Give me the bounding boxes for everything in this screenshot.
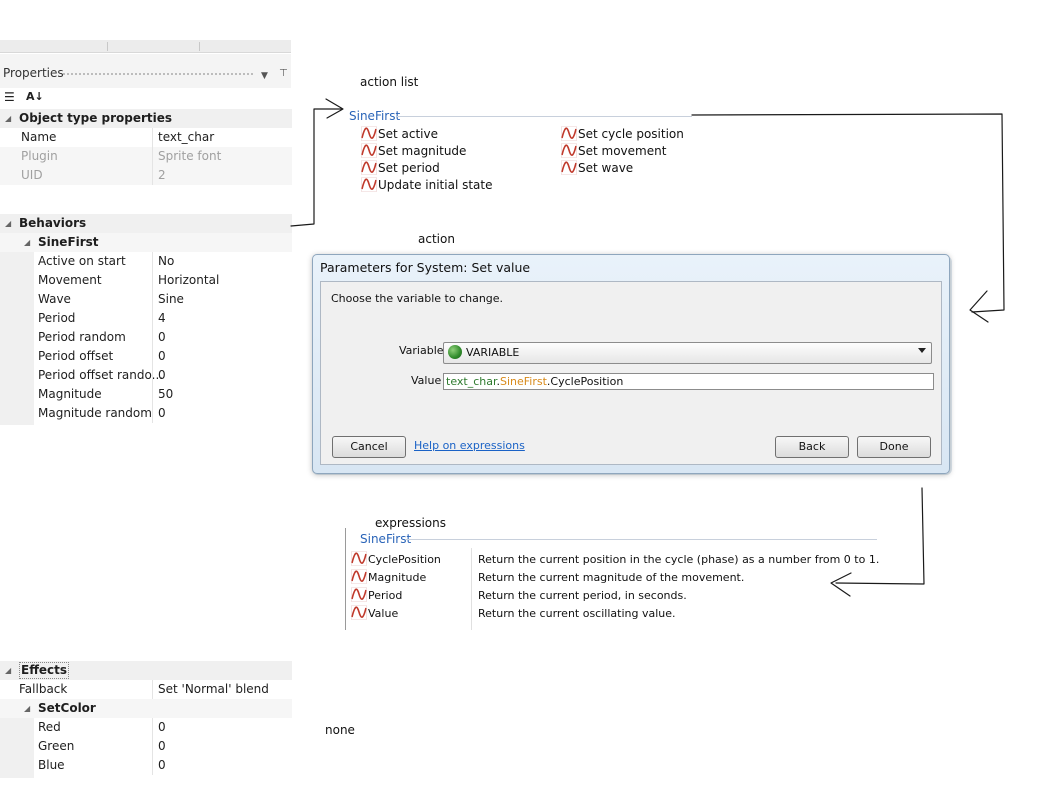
collapse-triangle-icon[interactable]: ◢	[24, 238, 31, 247]
expressions-description-column: Return the current position in the cycle…	[478, 551, 879, 623]
help-on-expressions-link[interactable]: Help on expressions	[414, 439, 525, 452]
effects-section: ◢ Effects Fallback Set 'Normal' blend ◢ …	[0, 661, 292, 778]
expressions-name-column: CyclePosition Magnitude Period Value	[351, 551, 441, 623]
dialog-title: Parameters for System: Set value	[320, 260, 531, 275]
sine-wave-icon	[351, 587, 367, 602]
property-row-period-offset-random[interactable]: Period offset rando...0	[0, 366, 292, 385]
done-button[interactable]: Done	[857, 436, 931, 458]
action-item[interactable]: Set active	[361, 126, 493, 143]
action-item[interactable]: Set movement	[561, 143, 684, 160]
expression-item[interactable]: CyclePosition	[351, 551, 441, 569]
collapse-triangle-icon[interactable]: ◢	[24, 704, 31, 713]
action-list-column-2: Set cycle position Set movement Set wave	[561, 126, 684, 177]
sine-wave-icon	[351, 605, 367, 620]
categorized-view-icon[interactable]: ☰	[4, 90, 15, 104]
category-object-type[interactable]: ◢ Object type properties	[0, 109, 292, 128]
object-type-properties-section: ◢ Object type properties Name text_char …	[0, 109, 292, 185]
arrowhead-right-icon	[325, 98, 344, 119]
back-button[interactable]: Back	[775, 436, 849, 458]
properties-panel-title: Properties	[3, 66, 64, 80]
arrow-properties-to-actions	[290, 108, 343, 227]
action-item[interactable]: Update initial state	[361, 177, 493, 194]
expression-item[interactable]: Period	[351, 587, 441, 605]
sine-wave-icon	[351, 569, 367, 584]
panel-grip[interactable]	[62, 72, 254, 76]
sine-wave-icon	[361, 177, 377, 192]
properties-panel-header	[0, 54, 291, 88]
collapse-triangle-icon[interactable]: ◢	[5, 114, 12, 123]
sine-wave-icon	[351, 551, 367, 566]
property-row-fallback[interactable]: Fallback Set 'Normal' blend	[0, 680, 292, 699]
action-item[interactable]: Set wave	[561, 160, 684, 177]
panel-menu-dropdown-icon[interactable]: ▼	[261, 71, 268, 81]
collapse-triangle-icon[interactable]: ◢	[5, 666, 12, 675]
expression-item[interactable]: Magnitude	[351, 569, 441, 587]
expression-description: Return the current magnitude of the move…	[478, 571, 745, 584]
expressions-behavior-header: SineFirst	[360, 532, 412, 546]
cancel-button[interactable]: Cancel	[332, 436, 406, 458]
value-label: Value	[411, 374, 442, 387]
sine-wave-icon	[561, 143, 577, 158]
sine-wave-icon	[361, 160, 377, 175]
panel-pin-icon[interactable]: ⊤	[279, 68, 288, 79]
property-row-uid: UID 2	[0, 166, 292, 185]
variable-select[interactable]: VARIABLE	[443, 342, 932, 364]
subcategory-setcolor[interactable]: ◢ SetColor	[0, 699, 292, 718]
caption-none: none	[325, 723, 355, 737]
caption-action: action	[418, 232, 455, 246]
sine-wave-icon	[361, 143, 377, 158]
caption-action-list: action list	[360, 75, 419, 89]
action-list-behavior-header: SineFirst	[349, 109, 401, 123]
sine-wave-icon	[561, 160, 577, 175]
sine-wave-icon	[561, 126, 577, 141]
property-row-plugin: Plugin Sprite font	[0, 147, 292, 166]
action-list-column-1: Set active Set magnitude Set period Upda…	[361, 126, 493, 194]
category-behaviors[interactable]: ◢ Behaviors	[0, 214, 292, 233]
expression-description: Return the current position in the cycle…	[478, 553, 880, 566]
variable-label: Variable	[399, 344, 444, 357]
action-item[interactable]: Set cycle position	[561, 126, 684, 143]
action-item[interactable]: Set period	[361, 160, 493, 177]
category-effects[interactable]: ◢ Effects	[0, 661, 292, 680]
dialog-instruction: Choose the variable to change.	[331, 292, 504, 305]
sort-az-icon[interactable]: A↓	[26, 90, 44, 103]
chevron-down-icon	[918, 348, 926, 353]
arrowhead-left-icon	[969, 290, 989, 323]
expression-item[interactable]: Value	[351, 605, 441, 623]
caption-expressions: expressions	[375, 516, 446, 530]
expression-description: Return the current period, in seconds.	[478, 589, 687, 602]
sine-wave-icon	[361, 126, 377, 141]
action-item[interactable]: Set magnitude	[361, 143, 493, 160]
property-row-name[interactable]: Name text_char	[0, 128, 292, 147]
collapse-triangle-icon[interactable]: ◢	[5, 219, 12, 228]
subcategory-sinefirst[interactable]: ◢ SineFirst	[0, 233, 292, 252]
expression-description: Return the current oscillating value.	[478, 607, 676, 620]
global-variable-icon	[448, 345, 462, 359]
panel-tab-strip	[0, 40, 291, 53]
value-expression-input[interactable]: text_char.SineFirst.CyclePosition	[443, 373, 934, 390]
